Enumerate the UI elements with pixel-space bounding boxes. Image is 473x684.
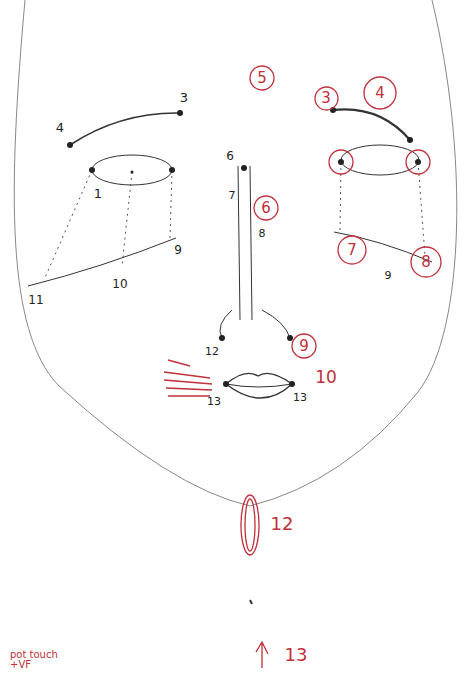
callout-number: 3 xyxy=(321,91,331,106)
guide-line xyxy=(170,170,172,240)
callout-number: 13 xyxy=(293,392,307,404)
point xyxy=(223,381,229,387)
callout-number: 7 xyxy=(347,243,357,258)
callout-number: 9 xyxy=(174,244,182,257)
circled-number: 6 xyxy=(253,195,279,221)
guide-line xyxy=(340,162,341,233)
red-strokes xyxy=(164,360,212,396)
point xyxy=(241,165,247,171)
callout-number: 6 xyxy=(261,201,271,216)
callout-number: 12 xyxy=(271,515,294,534)
circled-number: 8 xyxy=(410,246,442,278)
callout-number: 10 xyxy=(315,369,337,387)
nose-line xyxy=(238,166,240,320)
circled-number: 5 xyxy=(249,65,275,91)
point xyxy=(177,110,183,116)
circle-outline xyxy=(254,196,278,220)
callout-number: 10 xyxy=(112,278,127,291)
callout-number: 4 xyxy=(375,86,385,101)
note: pot touch +VF xyxy=(10,650,58,671)
callout-number: 5 xyxy=(257,71,267,86)
chin-mark xyxy=(241,495,259,555)
callout-number: 13 xyxy=(285,646,308,665)
lips xyxy=(226,373,292,398)
lips xyxy=(226,384,292,387)
nose-line xyxy=(250,166,252,320)
guide-line xyxy=(44,170,92,280)
callout-number: 6 xyxy=(226,150,234,163)
face-outline xyxy=(14,0,457,506)
dash xyxy=(250,600,252,604)
chin-mark xyxy=(245,499,255,551)
marker-circle xyxy=(406,150,430,174)
guide-line xyxy=(418,162,425,256)
point xyxy=(169,167,175,173)
circled-number: 4 xyxy=(363,76,397,110)
circle-outline xyxy=(292,334,316,358)
circled-number: 3 xyxy=(314,86,339,111)
cheek-line xyxy=(28,238,176,286)
arrow-up xyxy=(256,642,268,668)
callout-number: 9 xyxy=(299,339,309,354)
point xyxy=(67,142,73,148)
eye xyxy=(92,155,172,185)
callout-number: 12 xyxy=(205,346,219,358)
circle-outline xyxy=(411,247,441,277)
circle-outline xyxy=(338,236,366,264)
callout-number: 8 xyxy=(421,255,431,270)
circle-outline xyxy=(364,77,396,109)
circled-number: 9 xyxy=(291,333,317,359)
callout-number: 8 xyxy=(259,228,266,240)
marker-circle xyxy=(329,150,353,174)
point xyxy=(407,137,413,143)
point xyxy=(131,171,134,174)
guide-line xyxy=(122,172,132,266)
point xyxy=(89,167,95,173)
eyebrow xyxy=(333,109,410,140)
nostril xyxy=(220,310,232,338)
callout-number: 9 xyxy=(385,270,392,282)
point xyxy=(289,381,295,387)
point xyxy=(415,159,421,165)
point xyxy=(287,335,293,341)
callout-number: 1 xyxy=(94,187,102,201)
eyebrow xyxy=(70,113,180,145)
point xyxy=(219,335,225,341)
callout-number: 11 xyxy=(28,294,43,307)
callout-number: 4 xyxy=(56,121,64,135)
nostril xyxy=(262,310,290,338)
callout-number: 13 xyxy=(207,396,221,408)
callout-number: 7 xyxy=(229,190,236,202)
callout-number: 3 xyxy=(180,91,188,105)
circled-number: 7 xyxy=(337,235,367,265)
circle-outline xyxy=(315,87,338,110)
circle-outline xyxy=(250,66,274,90)
point xyxy=(338,159,344,165)
